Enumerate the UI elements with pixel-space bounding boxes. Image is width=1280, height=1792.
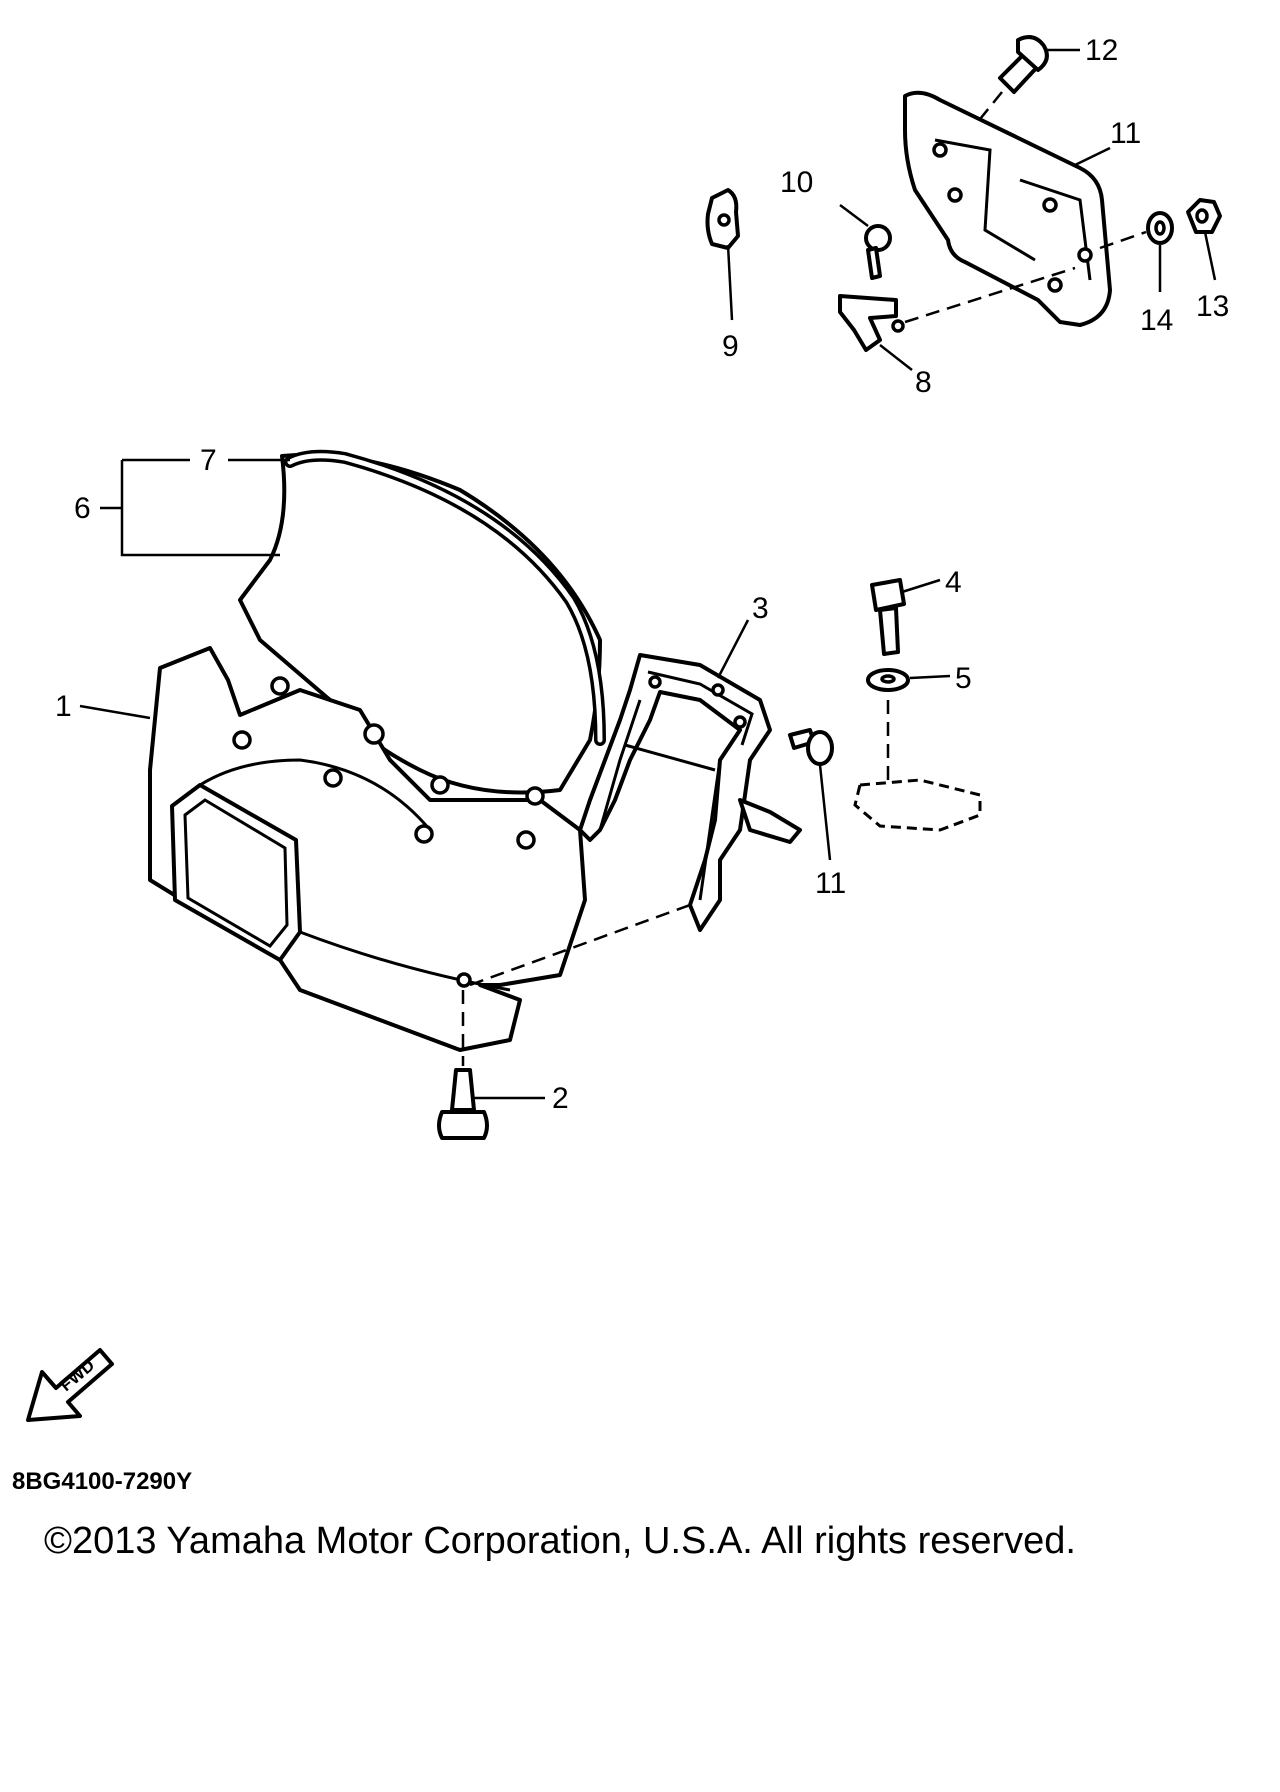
callout-11-bolt: 11: [815, 867, 846, 900]
part-5-washer: [866, 668, 910, 692]
part-11-mounting-bracket: [903, 90, 1112, 327]
callout-3: 3: [752, 592, 769, 625]
diagram-code: 8BG4100-7290Y: [12, 1468, 193, 1495]
part-12-bolt: [998, 35, 1049, 94]
callout-10: 10: [780, 166, 813, 199]
callout-14: 14: [1140, 304, 1173, 337]
fwd-arrow-icon: FWD: [26, 1348, 114, 1422]
part-3-cowling-stay: [578, 653, 802, 932]
mounting-boss: [853, 778, 982, 832]
callout-12: 12: [1085, 34, 1118, 67]
part-1-cowling: [148, 646, 587, 1052]
callout-8: 8: [915, 366, 932, 399]
callout-9: 9: [722, 330, 739, 363]
callout-4: 4: [945, 566, 962, 599]
part-8-small-bracket: [838, 294, 905, 352]
part-11-bolt: [788, 728, 834, 766]
part-14-washer: [1146, 211, 1174, 245]
leader-lines: [79, 48, 1217, 1100]
part-7-trim-seal: [284, 449, 606, 746]
callout-13: 13: [1196, 290, 1229, 323]
part-10-bolt: [864, 224, 892, 280]
part-13-nut: [1186, 198, 1222, 234]
callout-6: 6: [74, 492, 91, 525]
callout-11-bracket: 11: [1110, 117, 1141, 150]
callout-7: 7: [200, 444, 217, 477]
part-4-bolt: [870, 578, 906, 656]
part-2-bolt: [437, 1068, 489, 1140]
callout-1: 1: [55, 690, 72, 723]
callout-5: 5: [955, 662, 972, 695]
callout-2: 2: [552, 1082, 569, 1115]
copyright-notice: ©2013 Yamaha Motor Corporation, U.S.A. A…: [44, 1520, 1076, 1562]
part-9-clip: [705, 188, 740, 250]
